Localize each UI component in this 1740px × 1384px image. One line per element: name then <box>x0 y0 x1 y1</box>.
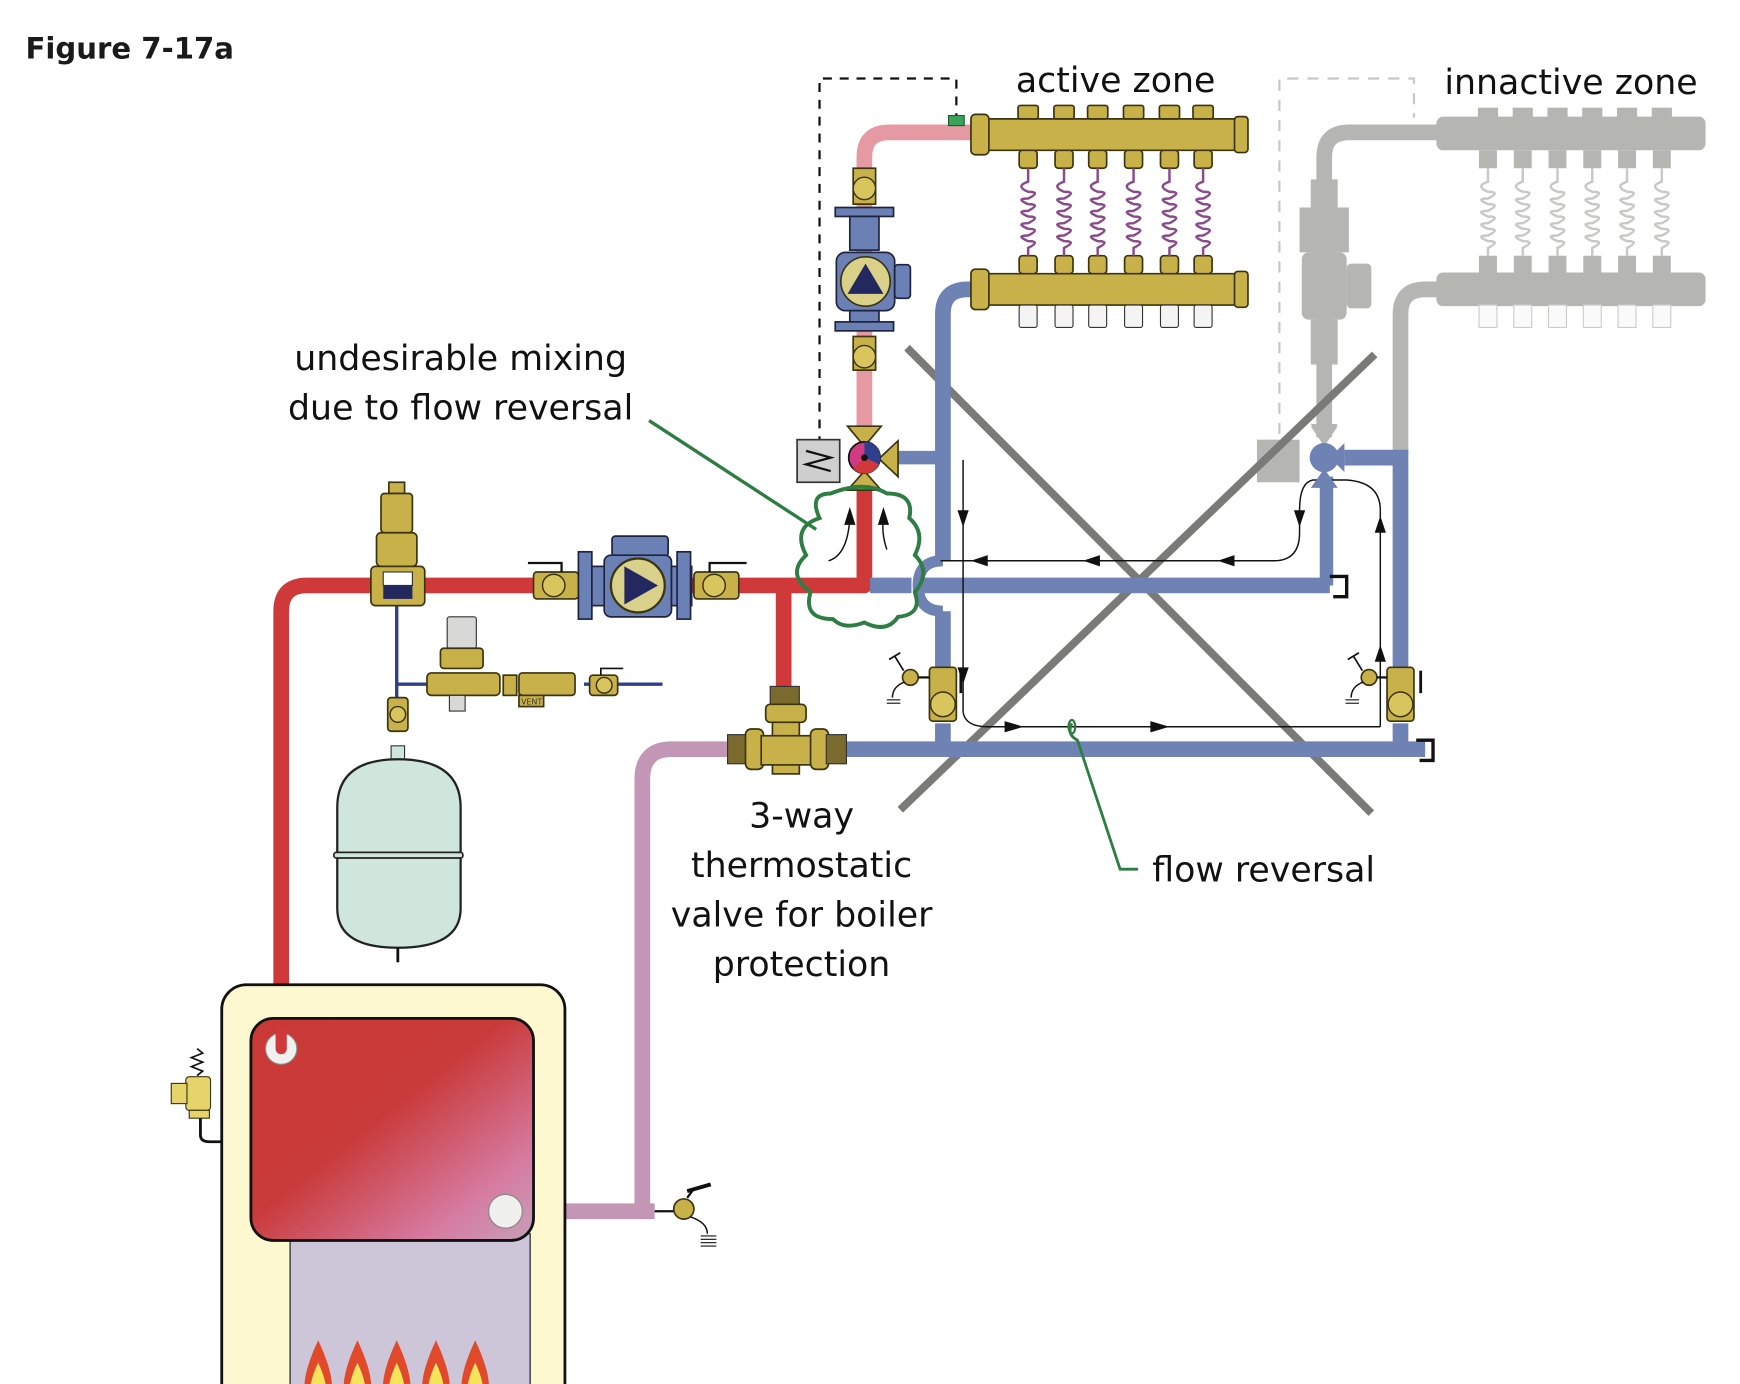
active-return-pipe <box>935 281 977 718</box>
manifold-inlet <box>1159 254 1180 275</box>
boiler-icon <box>220 983 567 1384</box>
temperature-sensor-icon <box>947 114 965 127</box>
flow-meter <box>1159 304 1179 329</box>
inactive-tubing-loop <box>1653 168 1670 256</box>
manifold-inlet <box>1193 254 1213 275</box>
zone-mixing-valve-icon <box>796 425 899 491</box>
flame-icon <box>422 1340 450 1384</box>
flame-icon <box>383 1340 411 1384</box>
manifold-outlet <box>1123 149 1144 170</box>
inactive-tubing-loop <box>1549 168 1566 256</box>
inactive-supply-manifold-icon <box>1436 116 1706 151</box>
flame-icon <box>461 1340 489 1384</box>
inactive-control-wire <box>1278 77 1416 455</box>
boiler-circulator-icon <box>527 535 747 620</box>
inactive-tubing-loop <box>1514 168 1531 256</box>
inactive-supply-pipe <box>1316 124 1448 438</box>
flow-reversal-leader <box>1068 722 1139 871</box>
manifold-outlet <box>1193 149 1213 170</box>
expansion-tank-icon <box>333 745 464 963</box>
pipe-cap-upper <box>1329 574 1349 599</box>
inactive-return-manifold-icon <box>1436 272 1706 307</box>
manifold-port-top <box>1053 104 1075 120</box>
manifold-outlet <box>1087 149 1108 170</box>
flow-meter <box>1193 304 1213 329</box>
flame-icon <box>343 1340 372 1384</box>
tubing-loop <box>1125 168 1142 256</box>
valve-label-line4: protection <box>713 945 891 985</box>
flow-meter <box>1124 304 1144 329</box>
inactive-tubing-loop <box>1584 168 1601 256</box>
tubing-loop <box>1161 168 1178 256</box>
mixing-cloud-callout <box>795 484 926 629</box>
active-zone-label: active zone <box>1016 61 1216 101</box>
active-return-manifold-icon <box>970 254 1249 329</box>
flow-meter <box>1018 304 1038 329</box>
valve-label-line1: 3-way <box>749 797 854 837</box>
manifold-inlet <box>1087 254 1108 275</box>
mixed-supply-pipe <box>856 124 977 432</box>
relief-valve-icon <box>170 1047 222 1144</box>
manifold-inlet <box>1054 254 1074 275</box>
manifold-port-top <box>1192 104 1215 120</box>
valve-label-line2: thermostatic <box>691 846 912 886</box>
manifold-port-top <box>1086 104 1109 120</box>
mixing-label-line2: due to flow reversal <box>288 388 633 428</box>
tubing-loop <box>1020 168 1037 256</box>
tubing-loop <box>1089 168 1106 256</box>
manifold-inlet <box>1123 254 1144 275</box>
thermostatic-mixing-valve-icon <box>727 685 848 775</box>
tank-isolation-valve-icon <box>386 696 409 733</box>
active-tubing-loops <box>1020 168 1212 256</box>
boiler-supply-pipe <box>273 482 873 1049</box>
mixing-callout-leader <box>648 419 818 531</box>
pipe-cap-lower <box>1416 738 1435 763</box>
manifold-port-top <box>1017 104 1040 120</box>
flow-reversal-arrows <box>940 459 1386 733</box>
inactive-tubing-loop <box>1619 168 1636 256</box>
flow-meter <box>1054 304 1074 329</box>
manifold-outlet <box>1054 149 1074 170</box>
inactive-zone-label: innactive zone <box>1444 63 1697 103</box>
boiler-drain-icon <box>654 1182 717 1247</box>
tubing-loop <box>1056 168 1072 256</box>
tubing-loop <box>1195 168 1212 256</box>
manifold-outlet <box>1018 149 1038 170</box>
manifold-inlet <box>1018 254 1038 275</box>
inactive-tubing-loop <box>1480 168 1496 256</box>
air-separator-icon <box>370 481 426 607</box>
zone-circulator-icon <box>834 167 912 371</box>
inactive-purge-valve-icon <box>1345 652 1423 723</box>
mixing-label-line1: undesirable mixing <box>294 339 627 379</box>
flow-reversal-label: flow reversal <box>1152 851 1375 891</box>
mixing-flow-arrows <box>828 506 890 562</box>
flow-meter <box>1088 304 1108 329</box>
inactive-circulator-icon <box>1299 179 1372 365</box>
valve-label-line3: valve for boiler <box>671 895 933 935</box>
manifold-port-top <box>1122 104 1145 120</box>
active-purge-valve-icon <box>886 652 963 723</box>
fill-valve-assembly-icon: VENT <box>426 616 624 712</box>
figure-title: Figure 7-17a <box>25 31 233 65</box>
vent-tag: VENT <box>521 697 542 706</box>
manifold-outlet <box>1159 149 1180 170</box>
active-control-wire <box>818 77 958 463</box>
active-supply-manifold-icon <box>970 104 1249 170</box>
inactive-zone-valve-icon <box>1309 426 1345 488</box>
heat-exchanger <box>249 1016 535 1242</box>
inactive-return-pipe <box>1392 281 1448 455</box>
flame-icon <box>304 1340 332 1384</box>
manifold-port-top <box>1158 104 1181 120</box>
inactive-tubing-loops <box>1477 107 1672 329</box>
inactive-zone <box>1256 77 1706 483</box>
inactive-return-blue <box>1344 449 1409 673</box>
